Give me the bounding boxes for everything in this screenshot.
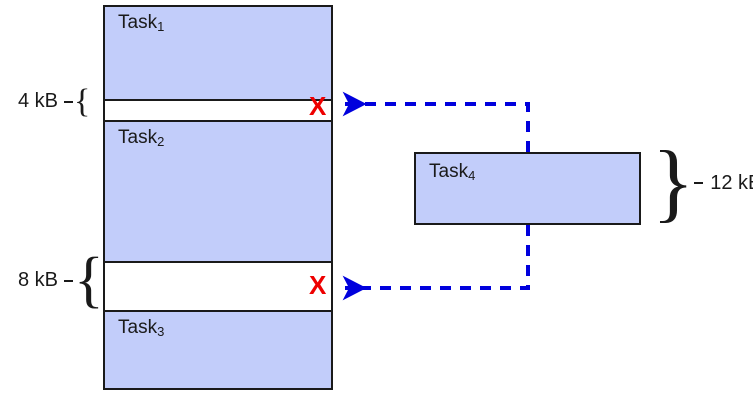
brace-12kb-glyph: } [652,134,695,231]
memory-block-task3-label: Task3 [118,317,165,339]
memory-block-task2: Task2 [105,120,331,263]
incoming-task4-label: Task4 [429,161,476,183]
x-mark-hole-4kb: X [309,91,327,121]
brace-12kb-stem [694,182,704,185]
memory-block-task2-label: Task2 [118,127,165,149]
x-mark-hole-8kb: X [309,270,327,300]
memory-free-hole-8kb [105,263,331,310]
memory-block-task1: Task1 [105,7,331,101]
brace-4kb-glyph: { [74,83,91,120]
brace-12kb: } 12 kB [652,134,753,231]
memory-block-task1-label: Task1 [118,12,165,34]
memory-column: Task1 Task2 Task3 [103,5,333,390]
brace-8kb-glyph: { [74,246,104,314]
brace-8kb-stem [64,279,74,282]
brace-4kb-stem [64,100,74,103]
arrow-task4-to-hole-4kb [342,91,530,152]
arrow-task4-to-hole-8kb [342,225,530,301]
memory-block-task3: Task3 [105,310,331,388]
incoming-task4-box: Task4 [414,152,641,225]
brace-8kb-label: 8 kB [18,269,59,292]
brace-12kb-label: 12 kB [710,171,753,194]
brace-4kb: 4 kB { [18,83,91,120]
memory-free-hole-4kb [105,101,331,120]
brace-4kb-label: 4 kB [18,90,59,113]
brace-8kb: 8 kB { [18,246,104,314]
